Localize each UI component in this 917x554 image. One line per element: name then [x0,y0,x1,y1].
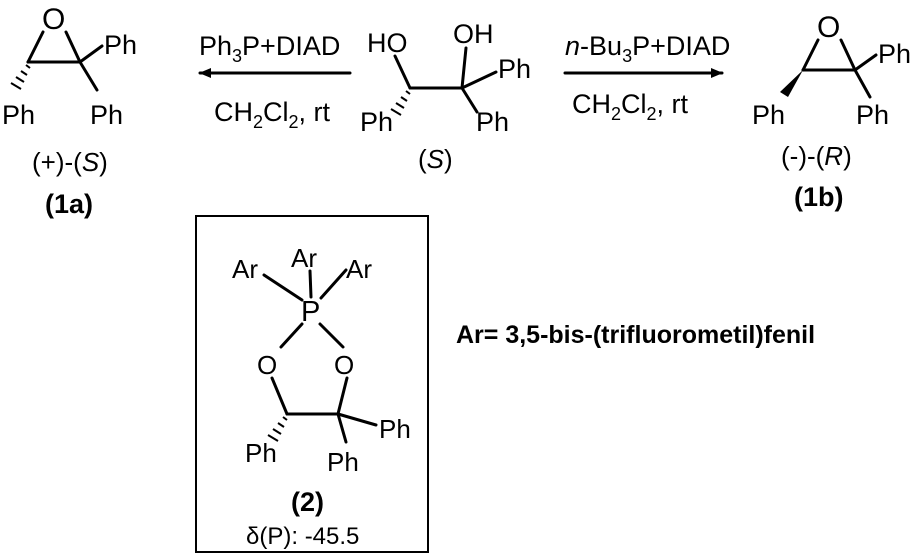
epoxide-1b-oxygen: O [817,11,840,44]
ar-definition: Ar= 3,5-bis-(trifluorometil)fenil [456,321,815,349]
right-reaction-arrow: n-Bu3P+DIAD CH2Cl2, rt [563,31,730,124]
diol-bond-ph-right [460,70,498,90]
phosphorane-ar-left: Ar [232,254,258,284]
epoxide-1b-bond-ph-right [853,68,872,99]
phosphorane-phosphorus: P [301,296,320,328]
phosphorus-nmr-shift: δ(P): -45.5 [246,523,359,550]
diol-hashed-bond [390,90,411,116]
phosphorane-2: Ar Ar Ar P O O Ph Ph Ph (2) δ(P): -45.5 [195,215,429,553]
epoxide-1a-hashed-bond [10,64,31,90]
phosphorane-bond-p-ar-top [308,269,313,299]
epoxide-1a-bond-o-c2 [64,30,82,64]
epoxide-1b-ph-right: Ph [856,100,889,130]
phosphorane-hashed-bond [267,416,288,442]
epoxide-1b-bond-o-c1 [801,38,820,72]
phosphorane-ar-top: Ar [291,243,317,273]
diol-oh: OH [453,19,494,49]
epoxide-1b-bond-o-c2 [839,38,857,72]
epoxide-1b: O Ph Ph Ph (-)-(R) (1b) [752,11,911,212]
phosphorane-o-right: O [334,350,354,380]
diol-bond-ho-c1 [393,54,412,90]
diol-s: HO OH Ph Ph Ph (S) [360,19,531,174]
left-arrow-solvent: CH2Cl2, rt [214,97,331,132]
compound-label-2: (2) [291,487,324,517]
phosphorane-ph-bottom: Ph [327,447,359,477]
epoxide-1a-ph-left: Ph [2,100,35,130]
epoxide-1a-bond-ph-right [78,60,99,92]
diol-ho: HO [367,28,408,58]
phosphorane-ph-left: Ph [245,438,277,468]
diol-ph-bottom: Ph [476,107,509,137]
phosphorane-bond-p-ar-left [262,273,304,302]
phosphorane-bond-o-c1 [270,376,289,416]
epoxide-1b-ph-top: Ph [878,39,911,69]
diol-ph-right: Ph [498,54,531,84]
phosphorane-bond-p-ar-right [319,268,348,300]
right-arrow-reagent: n-Bu3P+DIAD [565,31,730,66]
right-arrow-solvent: CH2Cl2, rt [572,89,689,124]
epoxide-1b-descriptor: (-)-(R) [781,141,852,171]
epoxide-1a-descriptor: (+)-(S) [32,147,108,177]
phosphorane-bond-ph-right [336,412,378,427]
diol-ph-left: Ph [360,107,393,137]
left-reaction-arrow: Ph3P+DIAD CH2Cl2, rt [198,31,352,132]
diol-configuration: (S) [418,144,453,174]
epoxide-1b-bond-ph-top [853,53,878,72]
phosphorane-bond-p-o-right [318,322,345,349]
left-arrow-reagent: Ph3P+DIAD [199,31,340,66]
compound-label-1b: (1b) [794,182,844,212]
epoxide-1a-ph-right: Ph [90,100,123,130]
diol-bond-c2-oh [460,46,468,90]
epoxide-1a-bond-o-c1 [26,30,45,64]
epoxide-1b-wedge-bond [780,70,803,97]
epoxide-1b-ph-left: Ph [752,100,785,130]
epoxide-1a-bond-ph-top [78,44,104,64]
phosphorane-bond-p-o-left [279,322,304,349]
phosphorane-box [195,215,429,553]
epoxide-1a-oxygen: O [42,3,65,36]
epoxide-1a-ph-top: Ph [104,30,137,60]
phosphorane-ph-right: Ph [379,414,411,444]
phosphorane-o-left: O [257,350,277,380]
epoxide-1a: O Ph Ph Ph (+)-(S) (1a) [2,3,137,219]
phosphorane-bond-o-c2 [336,376,349,416]
compound-label-1a: (1a) [45,189,93,219]
phosphorane-ar-right: Ar [346,254,372,284]
diol-bond-ph-bottom [460,86,479,114]
phosphorane-bond-ph-bottom [336,412,348,444]
